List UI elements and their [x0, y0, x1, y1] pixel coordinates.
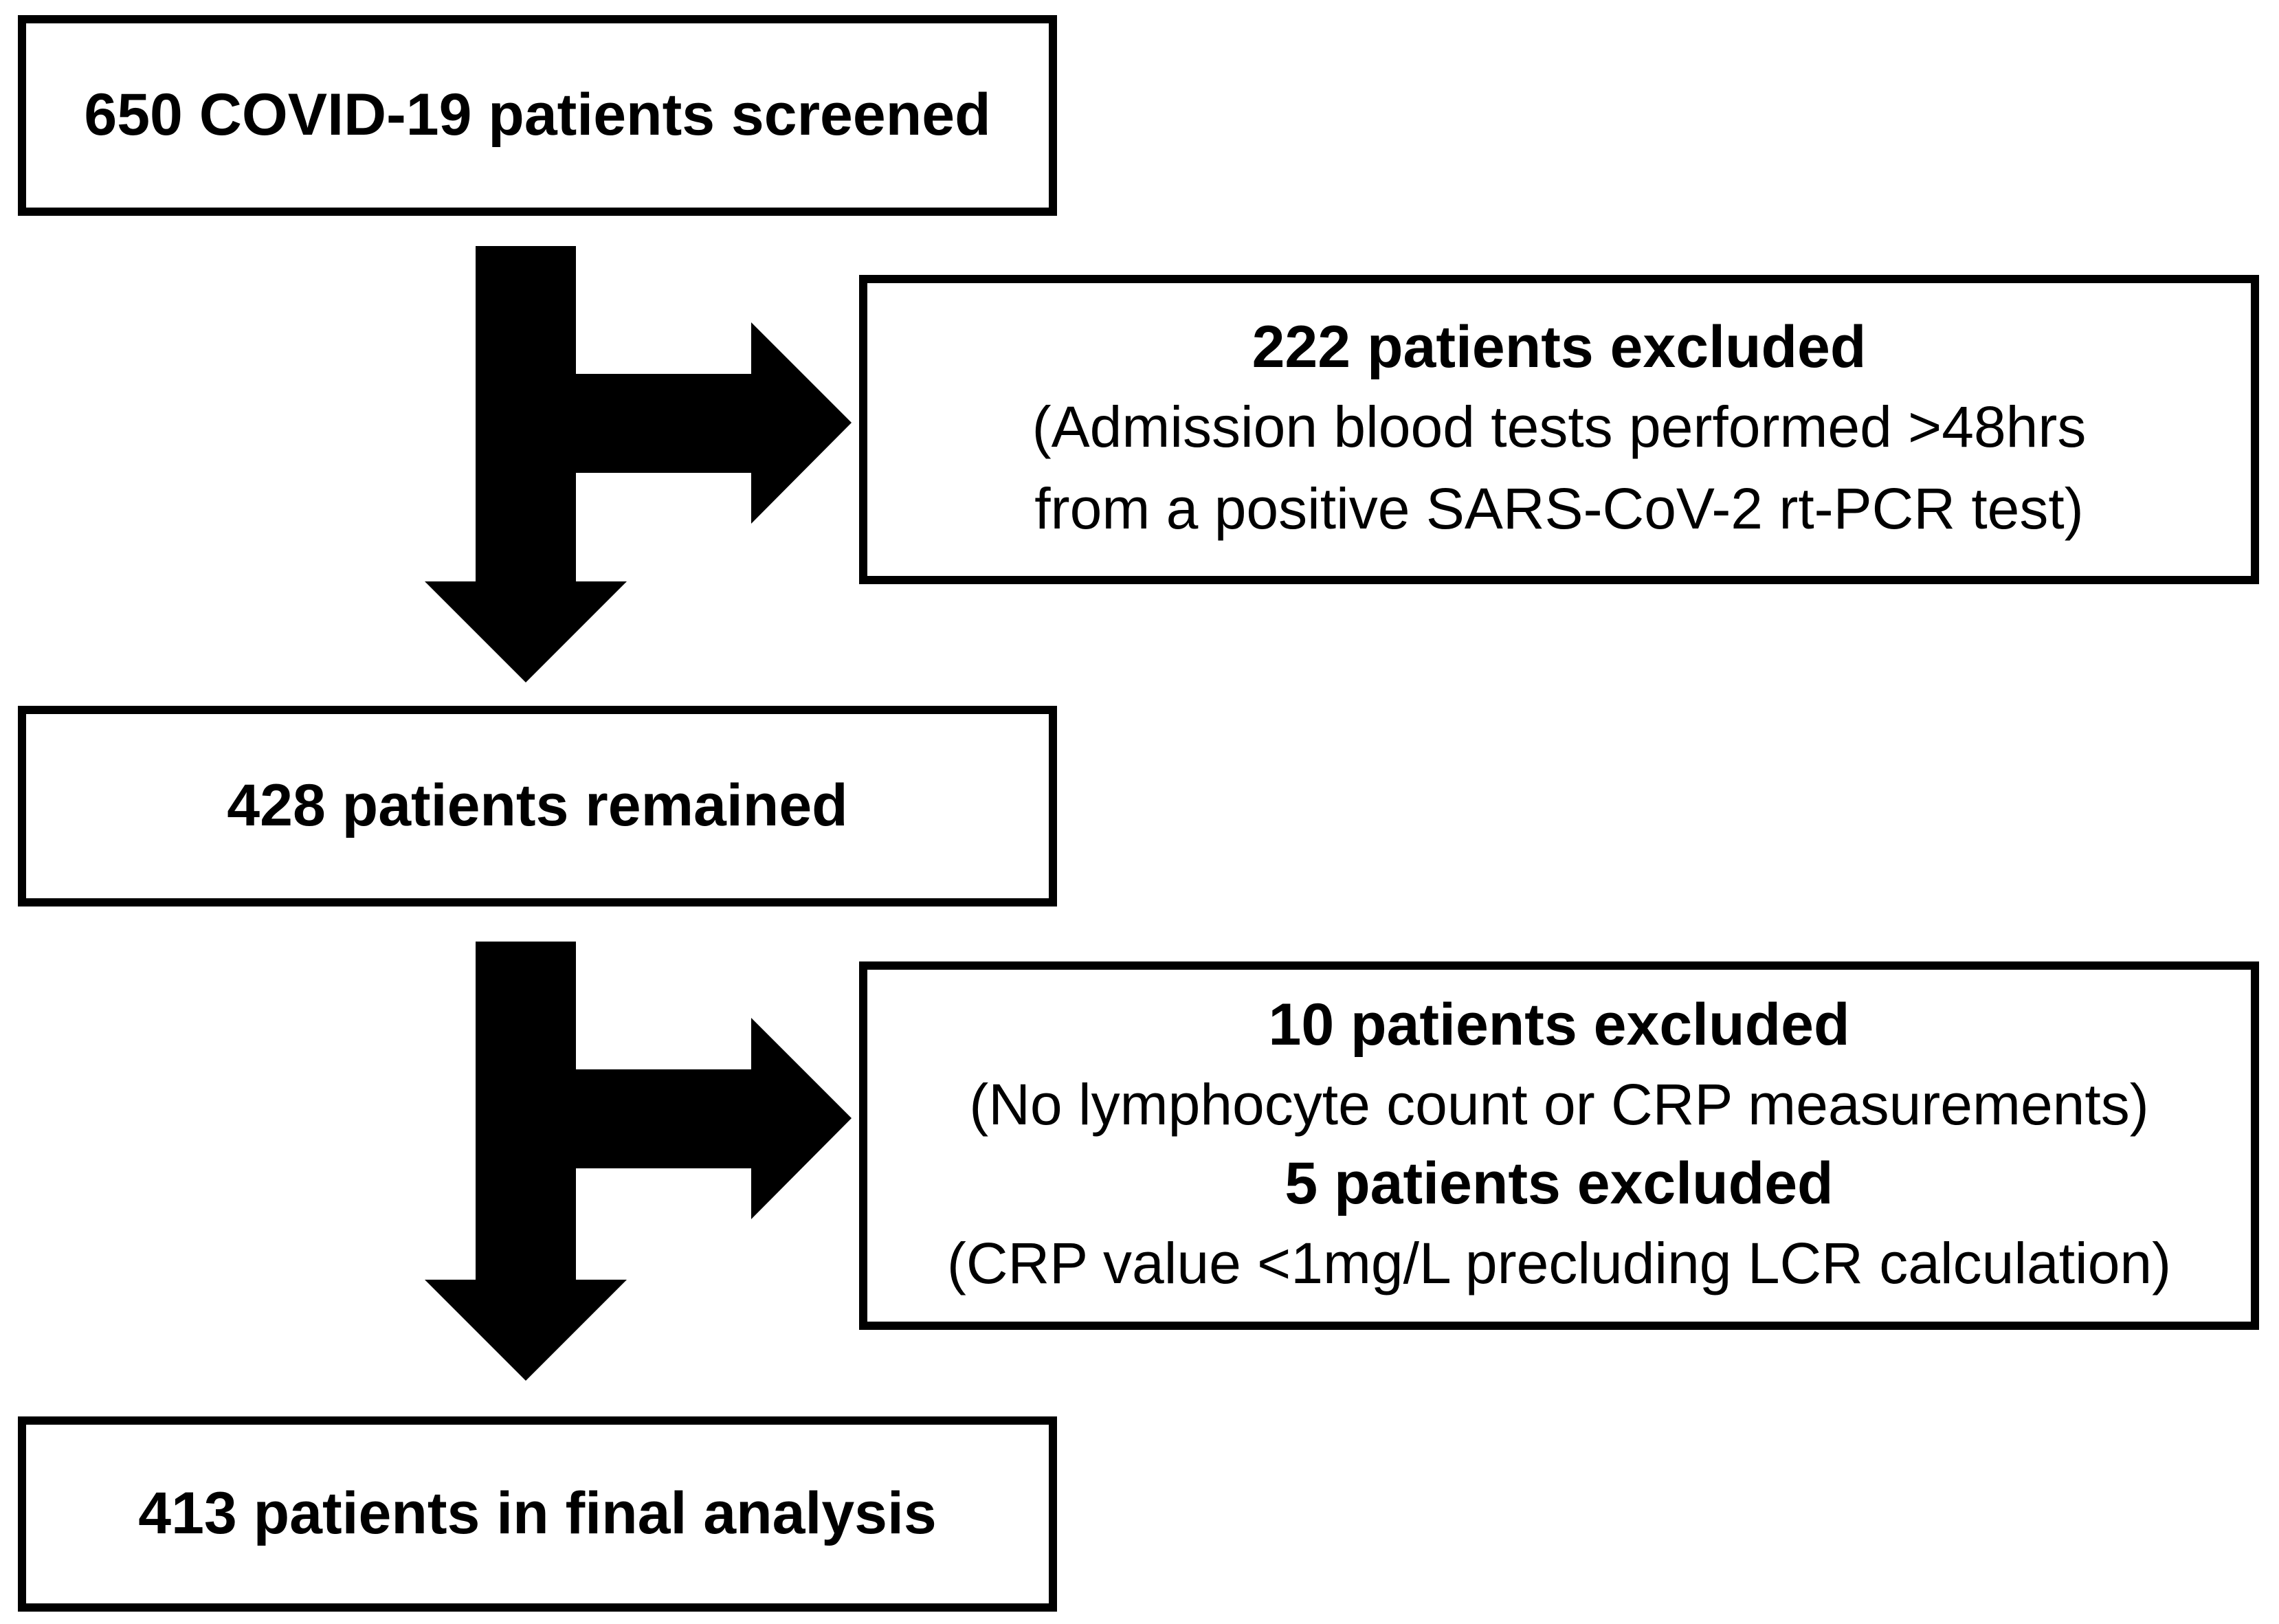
screened-label: 650 COVID-19 patients screened — [84, 82, 991, 148]
exclusion-1-reason-line-1: (Admission blood tests performed >48hrs — [1032, 394, 2087, 459]
exclusion-1-reason-line-2: from a positive SARS-CoV-2 rt-PCR test) — [1034, 476, 2084, 541]
branch-arrow-1 — [425, 246, 852, 682]
exclusion-box-2: 10 patients excluded (No lymphocyte coun… — [859, 961, 2259, 1330]
exclusion-2a-reason: (No lymphocyte count or CRP measurements… — [969, 1071, 2149, 1137]
remained-box: 428 patients remained — [18, 706, 1057, 906]
exclusion-1-title: 222 patients excluded — [1252, 313, 1867, 380]
arrow-shape-1 — [425, 246, 852, 682]
branch-arrow-2 — [425, 942, 852, 1381]
final-analysis-label: 413 patients in final analysis — [138, 1480, 937, 1547]
exclusion-2b-reason: (CRP value <1mg/L precluding LCR calcula… — [946, 1230, 2172, 1295]
exclusion-2a-title: 10 patients excluded — [1268, 991, 1850, 1058]
screened-box: 650 COVID-19 patients screened — [18, 15, 1057, 216]
remained-label: 428 patients remained — [227, 772, 848, 839]
final-analysis-box: 413 patients in final analysis — [18, 1416, 1057, 1612]
arrow-shape-2 — [425, 942, 852, 1381]
exclusion-box-1: 222 patients excluded (Admission blood t… — [859, 275, 2259, 584]
exclusion-2b-title: 5 patients excluded — [1285, 1150, 1834, 1216]
